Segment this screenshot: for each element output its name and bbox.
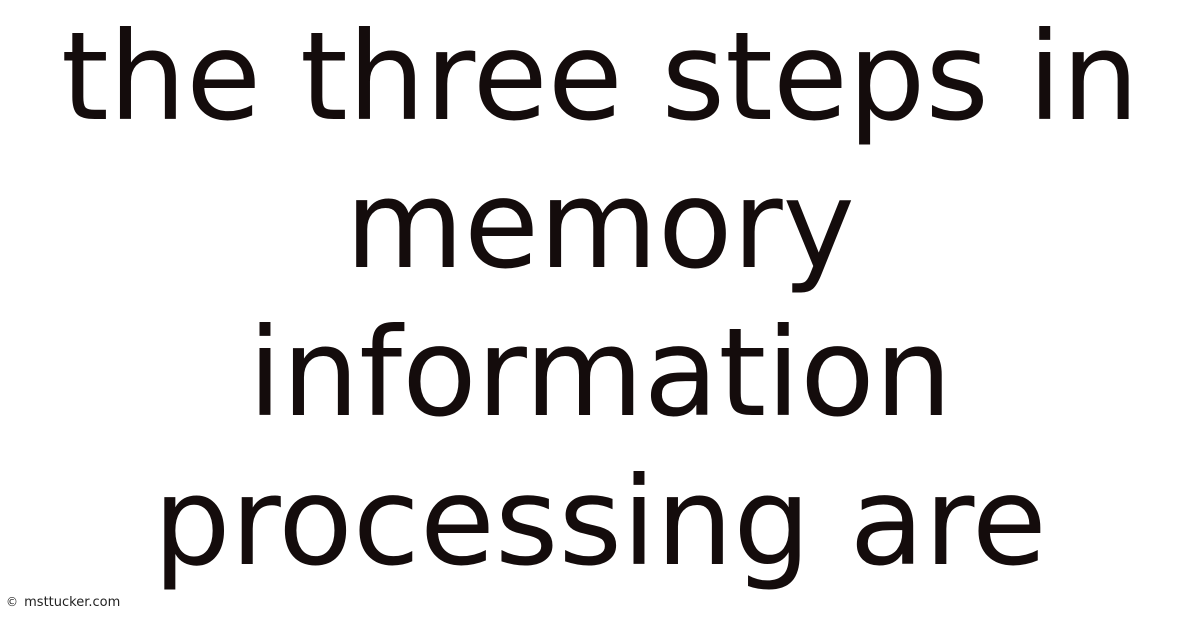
title-line-1: the three steps in <box>61 6 1139 148</box>
copyright-icon: © <box>6 595 18 609</box>
title-line-2: memory <box>345 154 855 296</box>
title-line-3: information <box>247 302 953 444</box>
site-watermark: © msttucker.com <box>6 594 120 611</box>
watermark-text: msttucker.com <box>24 595 121 610</box>
title-line-4: processing are <box>153 451 1047 593</box>
